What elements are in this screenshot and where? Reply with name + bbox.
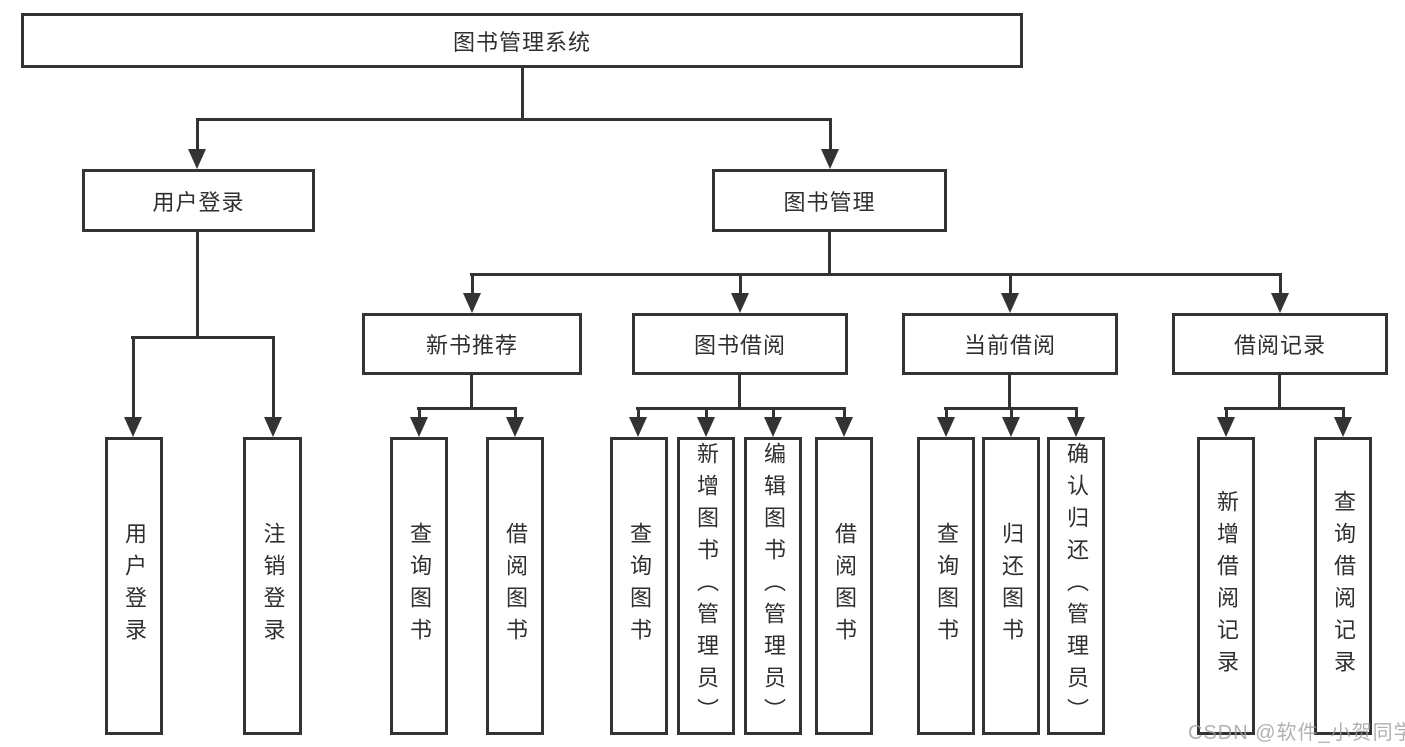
leaf-label: 查询借阅记录 xyxy=(1331,490,1356,682)
arrow-down-icon xyxy=(821,118,839,169)
connector-user-login-hline xyxy=(131,336,275,339)
node-book-borrow: 图书借阅 xyxy=(632,313,848,375)
arrow-down-icon xyxy=(506,407,524,437)
node-user-login: 用户登录 xyxy=(82,169,315,232)
arrow-down-icon xyxy=(1067,407,1085,437)
arrow-down-icon xyxy=(629,407,647,437)
arrow-down-icon xyxy=(835,407,853,437)
connector-book-mgmt-stem xyxy=(828,232,831,273)
arrow-down-icon xyxy=(731,273,749,313)
node-library-system: 图书管理系统 xyxy=(21,13,1023,68)
leaf-confirm-return-admin: 确认归还（管理员） xyxy=(1047,437,1105,735)
leaf-label: 新增图书（管理员） xyxy=(694,442,719,730)
leaf-add-book-admin: 新增图书（管理员） xyxy=(677,437,735,735)
node-borrow-records: 借阅记录 xyxy=(1172,313,1388,375)
connector-book-borrow-stem xyxy=(738,375,741,407)
leaf-label: 借阅图书 xyxy=(503,522,528,650)
arrow-down-icon xyxy=(264,336,282,437)
leaf-borrow-books-newrec: 借阅图书 xyxy=(486,437,544,735)
connector-new-book-stem xyxy=(470,375,473,407)
arrow-down-icon xyxy=(764,407,782,437)
leaf-borrow-books-borrow: 借阅图书 xyxy=(815,437,873,735)
arrow-down-icon xyxy=(1002,407,1020,437)
leaf-label: 编辑图书（管理员） xyxy=(761,442,786,730)
arrow-down-icon xyxy=(697,407,715,437)
connector-user-login-stem xyxy=(196,232,199,336)
leaf-label: 查询图书 xyxy=(934,522,959,650)
node-current-borrow: 当前借阅 xyxy=(902,313,1118,375)
leaf-query-books-newrec: 查询图书 xyxy=(390,437,448,735)
connector-current-borrow-stem xyxy=(1008,375,1011,407)
leaf-label: 借阅图书 xyxy=(832,522,857,650)
connector-book-borrow-hline xyxy=(636,407,846,410)
arrow-down-icon xyxy=(410,407,428,437)
leaf-user-login: 用户登录 xyxy=(105,437,163,735)
leaf-logout: 注销登录 xyxy=(243,437,302,735)
node-new-book-recommend: 新书推荐 xyxy=(362,313,582,375)
leaf-query-books-current: 查询图书 xyxy=(917,437,975,735)
leaf-label: 查询图书 xyxy=(407,522,432,650)
leaf-label: 归还图书 xyxy=(999,522,1024,650)
connector-root-stem xyxy=(521,68,524,118)
leaf-return-books: 归还图书 xyxy=(982,437,1040,735)
connector-borrow-record-hline xyxy=(1224,407,1345,410)
connector-new-book-hline xyxy=(417,407,517,410)
node-book-management: 图书管理 xyxy=(712,169,947,232)
leaf-query-books-borrow: 查询图书 xyxy=(610,437,668,735)
arrow-down-icon xyxy=(1001,273,1019,313)
arrow-down-icon xyxy=(463,273,481,313)
arrow-down-icon xyxy=(124,336,142,437)
leaf-edit-book-admin: 编辑图书（管理员） xyxy=(744,437,802,735)
leaf-query-borrow-record: 查询借阅记录 xyxy=(1314,437,1372,735)
arrow-down-icon xyxy=(1334,407,1352,437)
connector-borrow-record-stem xyxy=(1278,375,1281,407)
leaf-label: 确认归还（管理员） xyxy=(1064,442,1089,730)
arrow-down-icon xyxy=(1271,273,1289,313)
connector-book-mgmt-hline xyxy=(470,273,1282,276)
arrow-down-icon xyxy=(937,407,955,437)
leaf-add-borrow-record: 新增借阅记录 xyxy=(1197,437,1255,735)
leaf-label: 查询图书 xyxy=(627,522,652,650)
leaf-label: 用户登录 xyxy=(122,522,147,650)
arrow-down-icon xyxy=(188,118,206,169)
leaf-label: 新增借阅记录 xyxy=(1214,490,1239,682)
arrow-down-icon xyxy=(1217,407,1235,437)
leaf-label: 注销登录 xyxy=(260,522,286,650)
watermark: CSDN @软件_小贺同学 xyxy=(1188,722,1405,744)
connector-root-hline xyxy=(196,118,832,121)
